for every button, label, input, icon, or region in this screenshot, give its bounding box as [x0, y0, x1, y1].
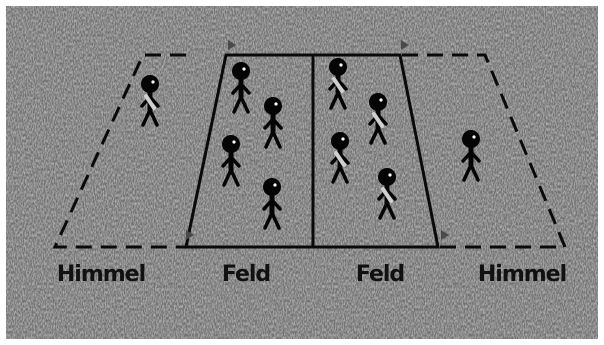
player-head — [141, 75, 159, 93]
player-head — [264, 97, 282, 115]
player-head — [331, 132, 349, 150]
zone-label-left-field: Feld — [222, 262, 270, 287]
zone-label-left-end: Himmel — [57, 262, 145, 287]
player-head — [462, 130, 480, 148]
player-head — [329, 58, 347, 76]
zone-label-right-end: Himmel — [478, 262, 566, 287]
player-head — [369, 93, 387, 111]
player-head — [263, 178, 281, 196]
zone-label-right-field: Feld — [356, 262, 404, 287]
player-head — [378, 168, 396, 186]
player-head — [232, 62, 250, 80]
player-head — [222, 135, 240, 153]
